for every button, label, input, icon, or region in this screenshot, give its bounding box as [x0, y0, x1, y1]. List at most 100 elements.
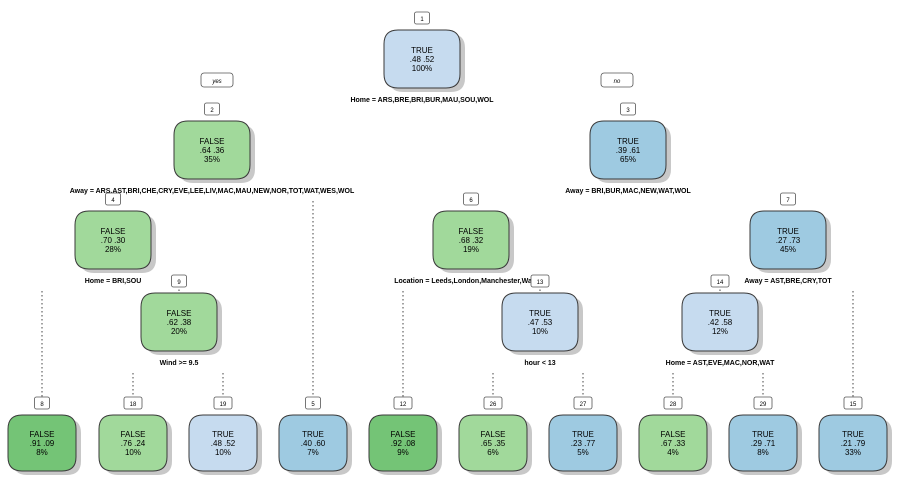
edge-label-no: no	[600, 72, 634, 88]
node-id-label: 27	[580, 402, 587, 408]
node-id-label: 18	[130, 402, 137, 408]
node-class-label: TRUE	[752, 430, 774, 439]
node-class-label: FALSE	[481, 430, 506, 439]
node-id-label: 9	[177, 280, 181, 286]
node-split-rule: Home = BRI,SOU	[85, 278, 142, 285]
node-class-label: FALSE	[661, 430, 686, 439]
node-probabilities: .27 .73	[776, 236, 801, 245]
node-box	[728, 414, 798, 472]
node-box	[548, 414, 618, 472]
node-id-tag	[753, 396, 773, 410]
node-class-label: TRUE	[411, 46, 433, 55]
node-box	[140, 292, 218, 352]
node-probabilities: .70 .30	[101, 236, 126, 245]
node-id-label: 8	[40, 402, 44, 408]
node-class-label: TRUE	[777, 227, 799, 236]
node-class-label: FALSE	[391, 430, 416, 439]
node-percentage: 33%	[845, 448, 861, 457]
node-probabilities: .62 .38	[167, 318, 192, 327]
node-id-tag	[573, 396, 593, 410]
node-id-tag	[710, 274, 730, 288]
node-class-label: TRUE	[709, 309, 731, 318]
node-split-rule: Away = BRI,BUR,MAC,NEW,WAT,WOL	[565, 188, 691, 195]
node-percentage: 10%	[532, 327, 548, 336]
node-class-label: TRUE	[617, 137, 639, 146]
node-probabilities: .29 .71	[751, 439, 776, 448]
node-class-label: TRUE	[572, 430, 594, 439]
node-id-label: 29	[760, 402, 767, 408]
node-probabilities: .65 .35	[481, 439, 506, 448]
node-box	[638, 414, 708, 472]
node-percentage: 20%	[171, 327, 187, 336]
node-class-label: TRUE	[529, 309, 551, 318]
node-probabilities: .91 .09	[30, 439, 55, 448]
node-class-label: FALSE	[459, 227, 484, 236]
node-id-label: 14	[717, 280, 724, 286]
node-id-label: 2	[210, 108, 214, 114]
node-id-label: 12	[400, 402, 407, 408]
node-id-tag	[843, 396, 863, 410]
node-class-label: FALSE	[30, 430, 55, 439]
node-percentage: 65%	[620, 155, 636, 164]
node-id-label: 13	[537, 280, 544, 286]
node-id-tag	[305, 396, 321, 410]
edge-label-box	[600, 72, 634, 88]
node-class-label: TRUE	[212, 430, 234, 439]
node-probabilities: .67 .33	[661, 439, 686, 448]
node-id-tag	[204, 102, 220, 116]
node-id-tag	[463, 192, 479, 206]
node-class-label: TRUE	[302, 430, 324, 439]
node-id-label: 15	[850, 402, 857, 408]
node-id-label: 19	[220, 402, 227, 408]
node-percentage: 45%	[780, 245, 796, 254]
node-id-tag	[213, 396, 233, 410]
node-percentage: 28%	[105, 245, 121, 254]
node-probabilities: .21 .79	[841, 439, 866, 448]
node-probabilities: .40 .60	[301, 439, 326, 448]
node-percentage: 12%	[712, 327, 728, 336]
node-probabilities: .92 .08	[391, 439, 416, 448]
node-id-label: 5	[311, 402, 315, 408]
node-box	[368, 414, 438, 472]
node-percentage: 9%	[397, 448, 409, 457]
node-id-label: 28	[670, 402, 677, 408]
edge-label-yes: yes	[200, 72, 234, 88]
node-id-tag	[780, 192, 796, 206]
node-id-label: 4	[111, 198, 115, 204]
node-class-label: FALSE	[101, 227, 126, 236]
node-id-tag	[663, 396, 683, 410]
node-id-label: 3	[626, 108, 630, 114]
node-box	[432, 210, 510, 270]
node-percentage: 5%	[577, 448, 589, 457]
node-split-rule: Location = Leeds,London,Manchester,Watfo…	[394, 278, 548, 285]
node-box	[589, 120, 667, 180]
node-percentage: 10%	[215, 448, 231, 457]
node-split-rule: Home = ARS,BRE,BRI,BUR,MAU,SOU,WOL	[350, 97, 494, 104]
node-id-tag	[620, 102, 636, 116]
node-box	[383, 29, 461, 89]
node-box	[74, 210, 152, 270]
node-id-tag	[171, 274, 187, 288]
node-percentage: 4%	[667, 448, 679, 457]
node-percentage: 35%	[204, 155, 220, 164]
node-class-label: FALSE	[121, 430, 146, 439]
node-percentage: 6%	[487, 448, 499, 457]
edge-label-text: no	[614, 79, 621, 85]
node-split-rule: Away = AST,BRE,CRY,TOT	[744, 278, 832, 285]
node-percentage: 10%	[125, 448, 141, 457]
node-id-tag	[530, 274, 550, 288]
